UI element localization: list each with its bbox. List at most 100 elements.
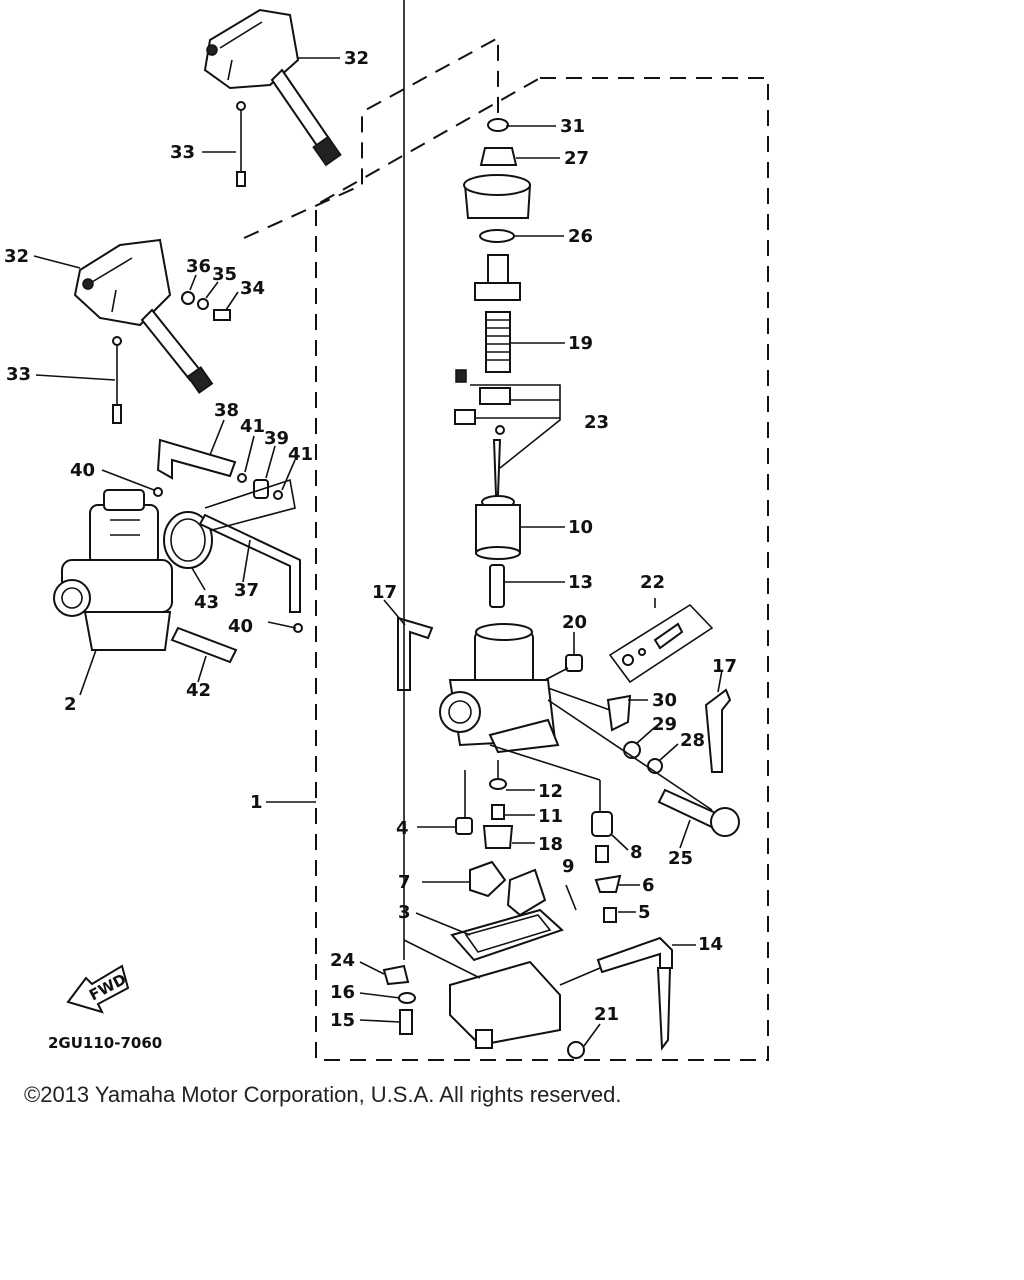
leader-20-30 xyxy=(544,667,611,711)
screw-5 xyxy=(603,907,617,923)
drain-hose-14 xyxy=(596,936,673,1051)
callout-8: 8 xyxy=(630,842,643,863)
callout-31: 31 xyxy=(560,116,585,137)
callout-24: 24 xyxy=(330,950,355,971)
callout-9: 9 xyxy=(562,856,575,877)
jet-guide-lines xyxy=(464,744,601,818)
callout-14: 14 xyxy=(698,934,723,955)
callout-26: 26 xyxy=(568,226,593,247)
spring-19 xyxy=(485,311,511,373)
callout-23: 23 xyxy=(584,412,609,433)
plate-6 xyxy=(594,874,622,893)
callout-20: 20 xyxy=(562,612,587,633)
callout-4: 4 xyxy=(396,818,409,839)
callout-29: 29 xyxy=(652,714,677,735)
callout-10: 10 xyxy=(568,517,593,538)
overflow-hose-17-left xyxy=(397,616,434,691)
callout-34: 34 xyxy=(240,278,265,299)
mixing-chamber-top xyxy=(463,174,532,219)
hose-clamp-43 xyxy=(163,511,213,569)
throttle-valve-plate xyxy=(474,254,521,301)
callout-35: 35 xyxy=(212,264,237,285)
callout-labels: 32 33 32 36 35 34 33 38 41 39 41 40 43 3… xyxy=(4,48,737,1052)
callout-41-b: 41 xyxy=(288,444,313,465)
assembly-boundary xyxy=(243,36,769,1061)
float-chamber xyxy=(449,960,561,1049)
needle-jet-13 xyxy=(489,564,505,608)
callout-27: 27 xyxy=(564,148,589,169)
needle-set-23 xyxy=(454,369,561,496)
callout-2: 2 xyxy=(64,694,77,715)
needle-valve-8 xyxy=(591,811,613,863)
hose-37 xyxy=(198,513,301,613)
o-ring-26 xyxy=(479,229,515,243)
callout-30: 30 xyxy=(652,690,677,711)
callout-17-left: 17 xyxy=(372,582,397,603)
throttle-valve-10 xyxy=(475,495,521,560)
bracket-30 xyxy=(606,694,632,732)
callout-19: 19 xyxy=(568,333,593,354)
drain-screw-21 xyxy=(567,1041,585,1059)
throttle-housing-lower xyxy=(73,238,214,394)
callout-12: 12 xyxy=(538,781,563,802)
nut-washer-screw-set xyxy=(181,291,231,321)
callout-3: 3 xyxy=(398,902,411,923)
copyright-notice: ©2013 Yamaha Motor Corporation, U.S.A. A… xyxy=(24,1082,622,1107)
hose-42 xyxy=(170,626,238,664)
callout-33-top: 33 xyxy=(170,142,195,163)
callout-32-top: 32 xyxy=(344,48,369,69)
callout-21: 21 xyxy=(594,1004,619,1025)
callout-40-a: 40 xyxy=(70,460,95,481)
callout-36: 36 xyxy=(186,256,211,277)
overflow-hose-17-right xyxy=(704,688,732,773)
throttle-cable-top xyxy=(236,101,246,187)
callout-38: 38 xyxy=(214,400,239,421)
pilot-screw-set-22 xyxy=(608,603,714,684)
carburetor-body-right xyxy=(439,623,560,754)
leader-lines xyxy=(33,0,723,1047)
callout-37: 37 xyxy=(234,580,259,601)
callout-39: 39 xyxy=(264,428,289,449)
callout-6: 6 xyxy=(642,875,655,896)
callout-15: 15 xyxy=(330,1010,355,1031)
starter-plunger-25 xyxy=(657,788,740,837)
callout-13: 13 xyxy=(568,572,593,593)
callout-40-b: 40 xyxy=(228,616,253,637)
leader-25 xyxy=(547,699,713,811)
callout-11: 11 xyxy=(538,806,563,827)
callout-16: 16 xyxy=(330,982,355,1003)
callout-25: 25 xyxy=(668,848,693,869)
screw-15 xyxy=(399,1009,413,1035)
callout-43: 43 xyxy=(194,592,219,613)
throttle-cable-lower xyxy=(112,336,122,424)
callout-28: 28 xyxy=(680,730,705,751)
plug-4 xyxy=(455,817,473,835)
callout-22: 22 xyxy=(640,572,665,593)
washer-12 xyxy=(489,778,507,790)
float-7 xyxy=(469,860,547,917)
washer-16 xyxy=(398,992,416,1004)
carburetor-exploded-diagram: FWD 32 33 32 36 35 34 33 38 41 39 41 40 … xyxy=(4,0,769,1061)
float-pin-holder-18 xyxy=(482,825,514,849)
gasket-3 xyxy=(450,908,564,962)
rubber-cap-27 xyxy=(479,147,518,166)
callout-33-lower: 33 xyxy=(6,364,31,385)
callout-17-right: 17 xyxy=(712,656,737,677)
diagram-code: 2GU110-7060 xyxy=(48,1034,162,1052)
hose-group-outline xyxy=(204,478,296,531)
pilot-jet-20 xyxy=(565,654,583,672)
callout-42: 42 xyxy=(186,680,211,701)
fwd-arrow-icon: FWD xyxy=(66,964,129,1014)
carburetor-assembly-left xyxy=(53,489,173,651)
callout-5: 5 xyxy=(638,902,651,923)
vent-hose-38 xyxy=(156,438,237,480)
callout-32-lower: 32 xyxy=(4,246,29,267)
cap-31 xyxy=(487,118,509,132)
callout-7: 7 xyxy=(398,872,411,893)
throttle-housing-top xyxy=(203,8,342,167)
callout-41-a: 41 xyxy=(240,416,265,437)
callout-18: 18 xyxy=(538,834,563,855)
main-jet-11 xyxy=(491,804,505,820)
pin-9 xyxy=(565,884,577,911)
plate-24 xyxy=(382,964,410,986)
